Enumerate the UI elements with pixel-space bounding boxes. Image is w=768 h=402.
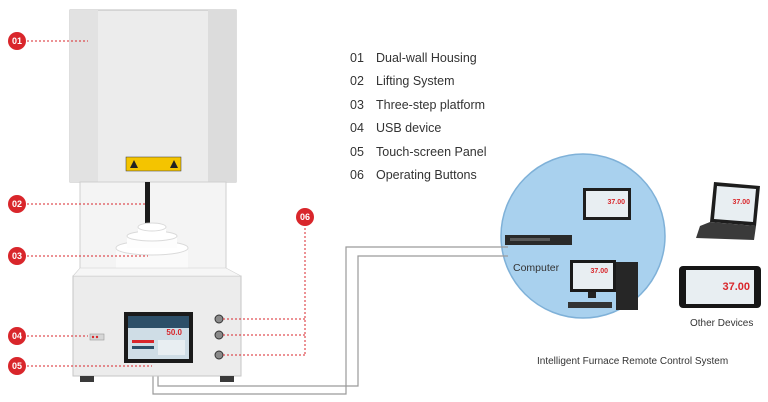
legend-number: 02 [350,74,364,89]
monitor-stand [588,292,596,298]
legend-label: USB device [376,121,442,136]
laptop-base [696,222,756,240]
marker-03: 03 [8,247,26,265]
marker-06: 06 [296,208,314,226]
usb-led [95,335,99,339]
warning-label [125,156,182,172]
operating-button [214,350,224,360]
legend-item: 01 Dual-wall Housing [350,48,570,71]
monitor-reading: 37.00 [590,268,608,275]
marker-01: 01 [8,32,26,50]
other-devices-label: Other Devices [690,318,754,329]
switch-ports [510,238,550,241]
panel-reading: 37.00 [607,199,625,206]
cable-line [157,255,508,387]
legend-label: Dual-wall Housing [376,51,477,65]
keyboard [568,302,612,308]
legend-number: 05 [350,144,364,159]
legend-number: 03 [350,97,364,112]
housing-side [70,10,98,182]
marker-02: 02 [8,195,26,213]
legend-item: 06 Operating Buttons [350,165,570,188]
furnace-foot [80,376,94,382]
legend-label: Three-step platform [376,97,486,112]
platform-top [137,222,167,232]
furnace-foot [220,376,234,382]
legend-number: 01 [350,51,364,65]
monitor-screen [573,263,613,289]
marker-05: 05 [8,357,26,375]
screen-chart [158,340,185,355]
legend-item: 04 USB device [350,118,570,141]
operating-button [214,314,224,324]
legend-item: 03 Three-step platform [350,95,570,118]
usb-led [91,335,95,339]
legend-label: Lifting System [376,74,455,89]
laptop-reading: 37.00 [732,199,750,206]
lifting-rod [145,182,150,230]
screen-bar [132,340,154,343]
housing-side [208,10,236,182]
marker-04: 04 [8,327,26,345]
operating-button [214,330,224,340]
legend-item: 02 Lifting System [350,71,570,94]
legend-item: 05 Touch-screen Panel [350,142,570,165]
legend-number: 04 [350,121,364,136]
legend-label: Operating Buttons [376,167,477,182]
base-top [72,267,242,277]
laptop-screen [714,186,756,222]
computer-label: Computer [513,262,560,274]
tablet-reading: 37.00 [722,281,750,293]
system-caption: Intelligent Furnace Remote Control Syste… [537,356,729,367]
legend-label: Touch-screen Panel [376,144,487,159]
screen-bar [132,346,154,349]
warning-icon [170,160,178,168]
screen-header [128,316,189,328]
warning-icon [130,160,138,168]
remote-panel-screen [586,191,628,217]
legend-number: 06 [350,167,364,182]
screen-reading: 50.0 [166,328,182,337]
pc-tower [616,262,638,310]
tablet-screen [686,270,754,304]
cable-line [152,246,508,395]
